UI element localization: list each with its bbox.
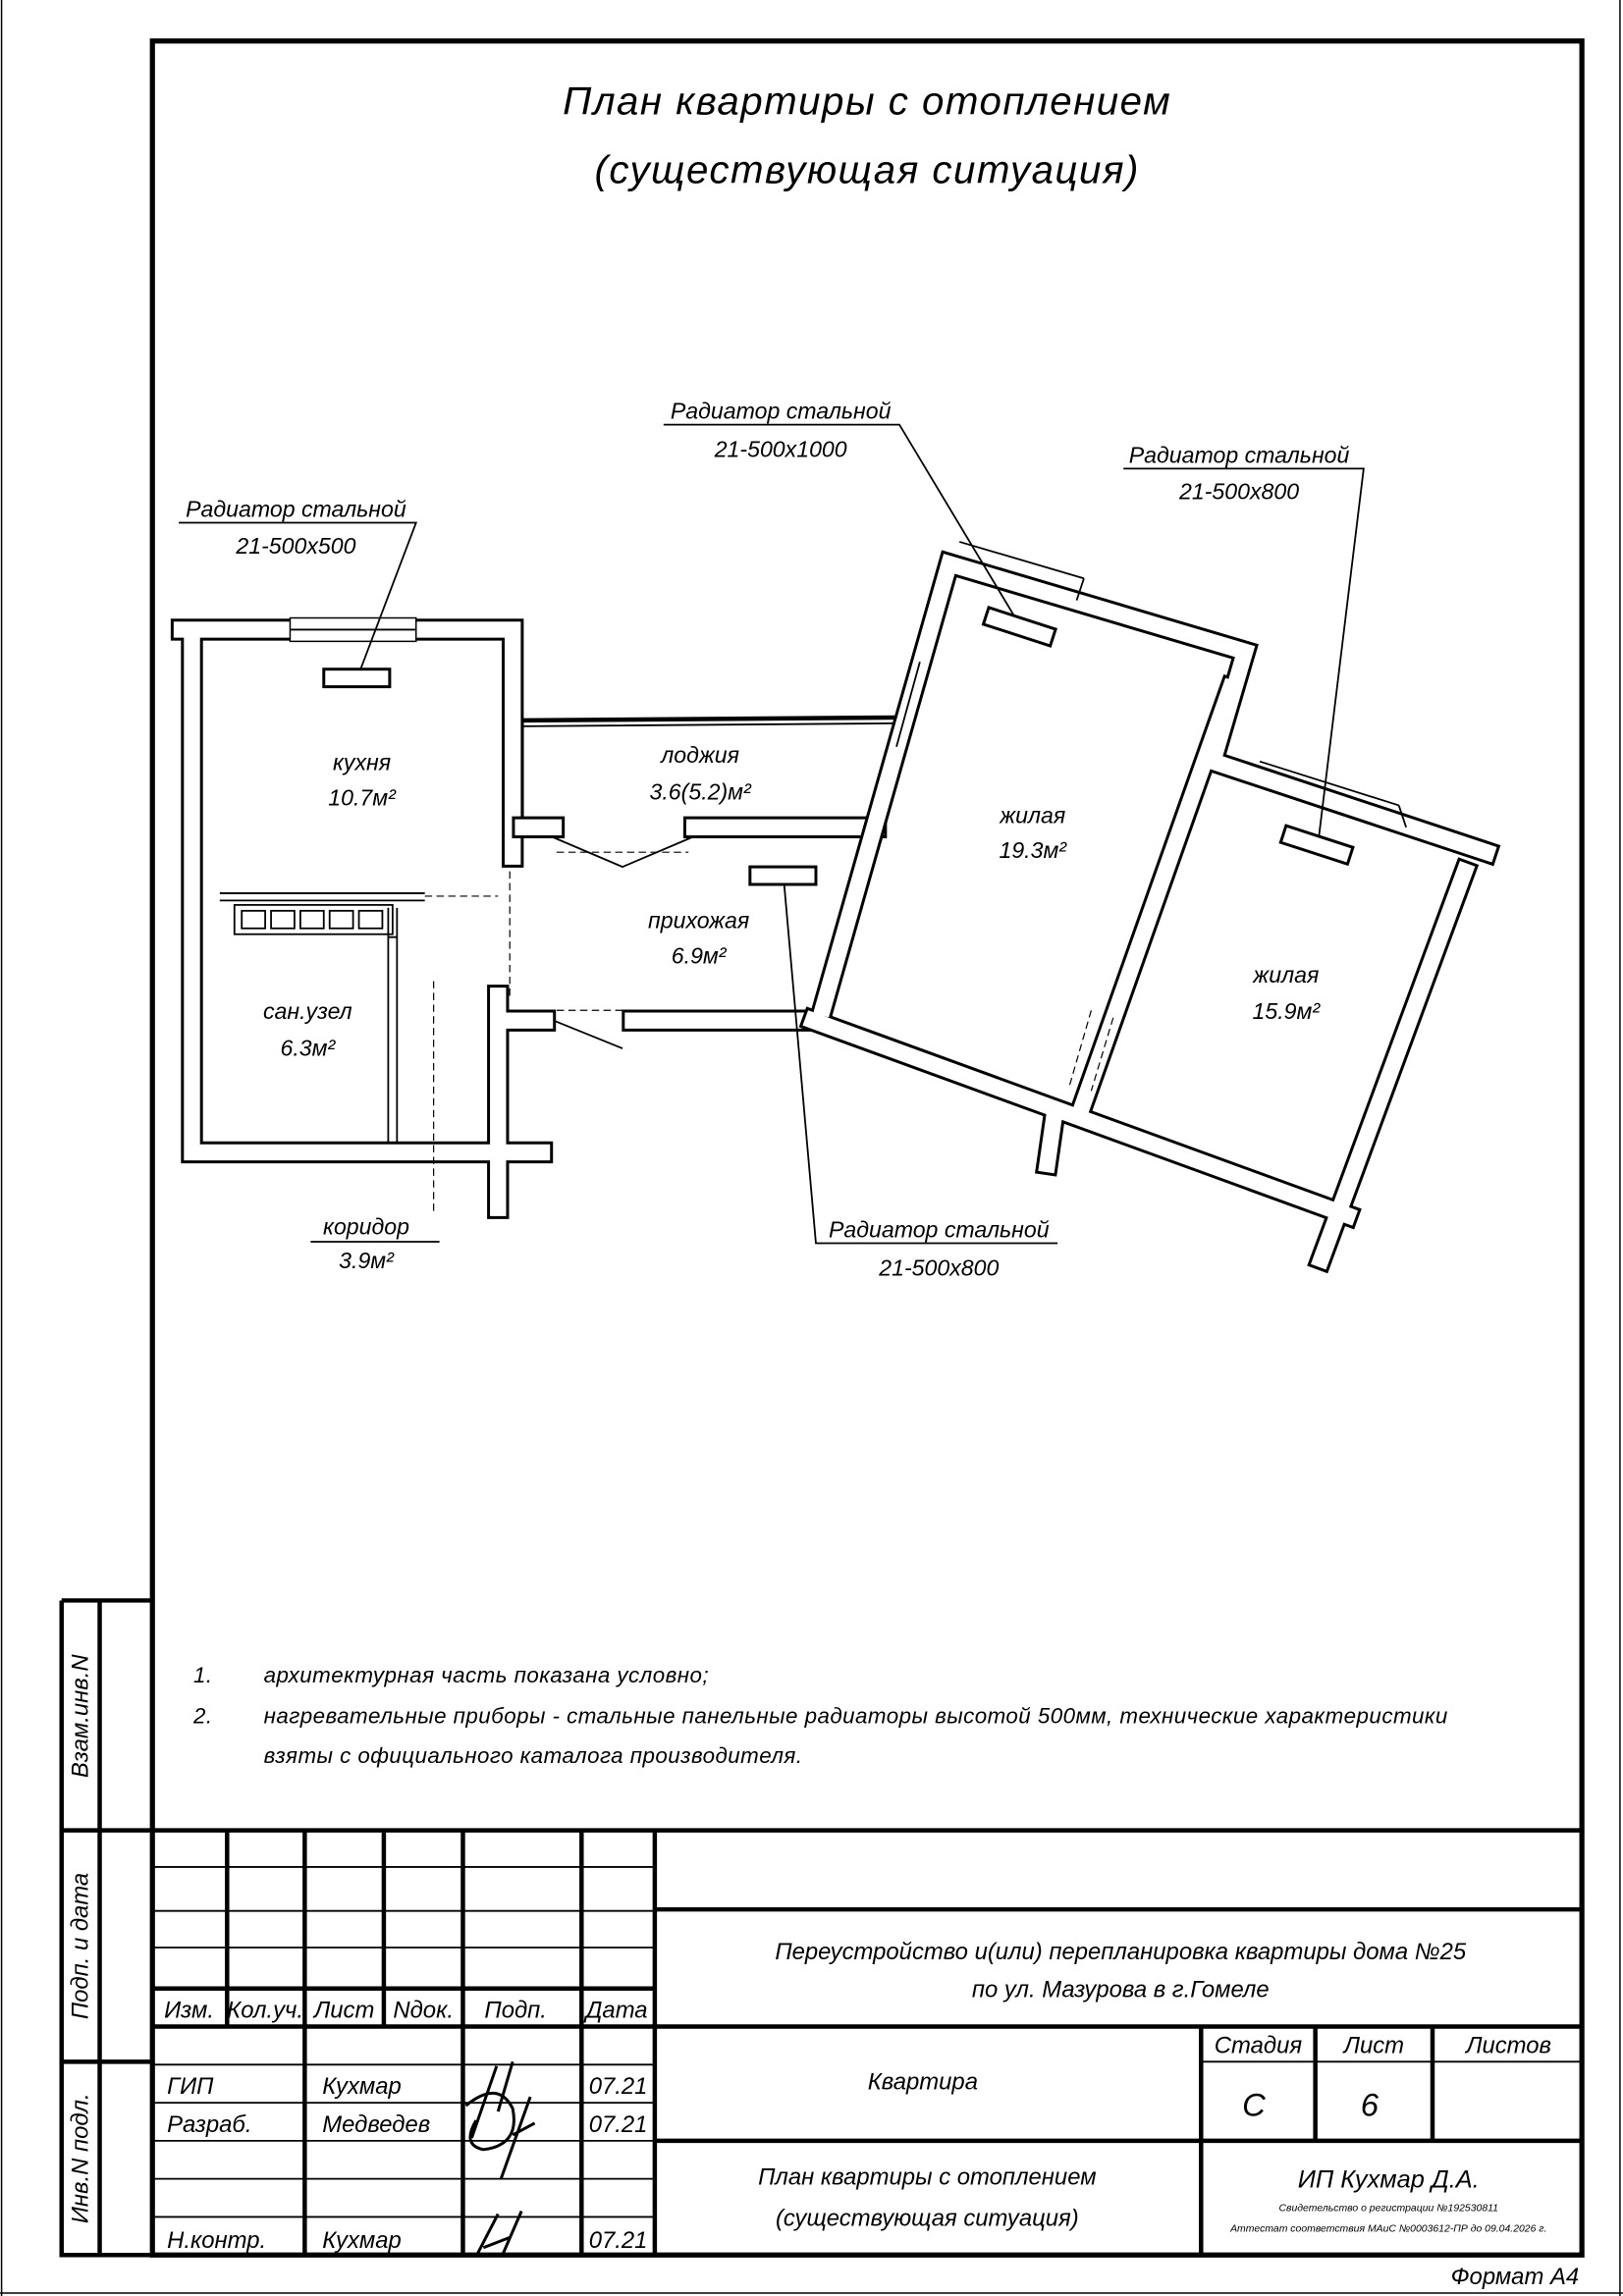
drawing-name-line2: (существующая ситуация) (776, 2205, 1079, 2231)
note-number: 1. (193, 1663, 213, 1687)
radiator-size: 21-500x500 (235, 533, 355, 559)
company-cert-registration: Свидетельство о регистрации №192530811 (1278, 2203, 1498, 2214)
radiator-size: 21-500x1000 (714, 436, 847, 461)
side-strip: Взам.инв.N Подп. и дата Инв.N подл. (59, 1598, 153, 2258)
project-title-line2: по ул. Мазурова в г.Гомеле (972, 1977, 1270, 2003)
room-name-bath: сан.узел (263, 998, 352, 1024)
name-nkontr: Кухмар (322, 2227, 402, 2254)
notes: 1. архитектурная часть показана условно;… (192, 1663, 1448, 1768)
date-gip: 07.21 (589, 2073, 648, 2100)
radiator-icon (748, 865, 818, 886)
radiator-label: Радиатор стальной (671, 399, 892, 424)
drawing-title-line2: (существующая ситуация) (594, 147, 1139, 191)
radiator-kitchen: Радиатор стальной 21-500x500 (179, 497, 418, 689)
room-name-hall: прихожая (648, 908, 749, 934)
signature-icon (474, 2210, 523, 2258)
name-razrab: Медведев (322, 2111, 430, 2138)
radiator-icon (322, 667, 392, 689)
name-gip: Кухмар (322, 2073, 402, 2100)
radiator-label: Радиатор стальной (829, 1216, 1050, 1242)
project-title-line1: Переустройство и(или) перепланировка ква… (775, 1939, 1467, 1965)
room-area-bath: 6.3м² (281, 1036, 337, 1061)
radiator-living2: Радиатор стальной 21-500x800 (1123, 442, 1365, 867)
header-ndok: Nдок. (393, 1998, 454, 2024)
room-name-corridor: коридор (323, 1214, 409, 1240)
sheet-value: 6 (1361, 2087, 1380, 2123)
header-izm: Изм. (164, 1998, 214, 2024)
stage-value: С (1242, 2087, 1266, 2123)
room-area-corridor: 3.9м² (339, 1248, 395, 1273)
role-razrab: Разраб. (167, 2111, 251, 2138)
date-nkontr: 07.21 (589, 2227, 648, 2254)
radiator-icon (1278, 824, 1355, 867)
radiator-icon (981, 605, 1058, 648)
note-text: нагревательные приборы - стальные панель… (264, 1704, 1448, 1729)
drawing-title-line1: План квартиры с отоплением (563, 79, 1171, 123)
paper-format: Формат А4 (1451, 2264, 1580, 2290)
radiator-size: 21-500x800 (1178, 479, 1299, 505)
room-area-living2: 15.9м² (1253, 998, 1322, 1024)
title-block: Изм. Кол.уч. Лист Nдок. Подп. Дата ГИП К… (152, 1828, 1583, 2258)
side-label-inv: Инв.N подл. (68, 2093, 94, 2223)
header-kol: Кол.уч. (227, 1998, 303, 2024)
room-name-loggia: лоджия (659, 742, 739, 768)
company-name: ИП Кухмар Д.А. (1298, 2166, 1480, 2194)
company-cert-attestation: Аттестат соответствия МАиС №0003612-ПР д… (1229, 2223, 1546, 2234)
room-area-living1: 19.3м² (999, 837, 1067, 863)
stage-header: Стадия (1215, 2032, 1303, 2058)
room-area-kitchen: 10.7м² (328, 784, 397, 810)
sheet-frame (149, 38, 1585, 2258)
room-name-living1: жилая (999, 802, 1065, 828)
role-gip: ГИП (167, 2073, 214, 2100)
room-name-living2: жилая (1252, 962, 1319, 988)
radiator-label: Радиатор стальной (186, 497, 406, 522)
date-razrab: 07.21 (589, 2111, 648, 2138)
sheets-header: Листов (1464, 2032, 1551, 2058)
drawing-name-line1: План квартиры с отоплением (758, 2164, 1096, 2191)
note-text: архитектурная часть показана условно; (264, 1663, 709, 1687)
radiator-label: Радиатор стальной (1129, 442, 1350, 467)
room-area-hall: 6.9м² (672, 943, 728, 969)
side-label-podp: Подп. и дата (68, 1873, 94, 2019)
object-name: Квартира (868, 2069, 978, 2096)
note-number: 2. (192, 1704, 213, 1729)
role-nkontr: Н.контр. (167, 2227, 266, 2254)
header-date: Дата (583, 1998, 648, 2024)
room-labels: кухня 10.7м² лоджия 3.6(5.2)м² прихожая … (263, 742, 1321, 1273)
room-name-kitchen: кухня (333, 750, 391, 775)
bath-fixtures-icon (233, 903, 394, 935)
room-area-loggia: 3.6(5.2)м² (650, 778, 752, 804)
sheet-header: Лист (1342, 2032, 1404, 2058)
side-label-vzam: Взам.инв.N (68, 1654, 94, 1778)
note-text-continued: взяты с официального каталога производит… (264, 1743, 803, 1768)
floor-plan (170, 541, 1501, 1274)
radiator-living1: Радиатор стальной 21-500x1000 (663, 399, 1058, 648)
radiator-size: 21-500x800 (878, 1255, 999, 1280)
header-list: Лист (312, 1998, 374, 2024)
header-podp: Подп. (484, 1998, 547, 2024)
signature-icon (464, 2060, 536, 2180)
radiator-hall: Радиатор стальной 21-500x800 (748, 865, 1058, 1280)
